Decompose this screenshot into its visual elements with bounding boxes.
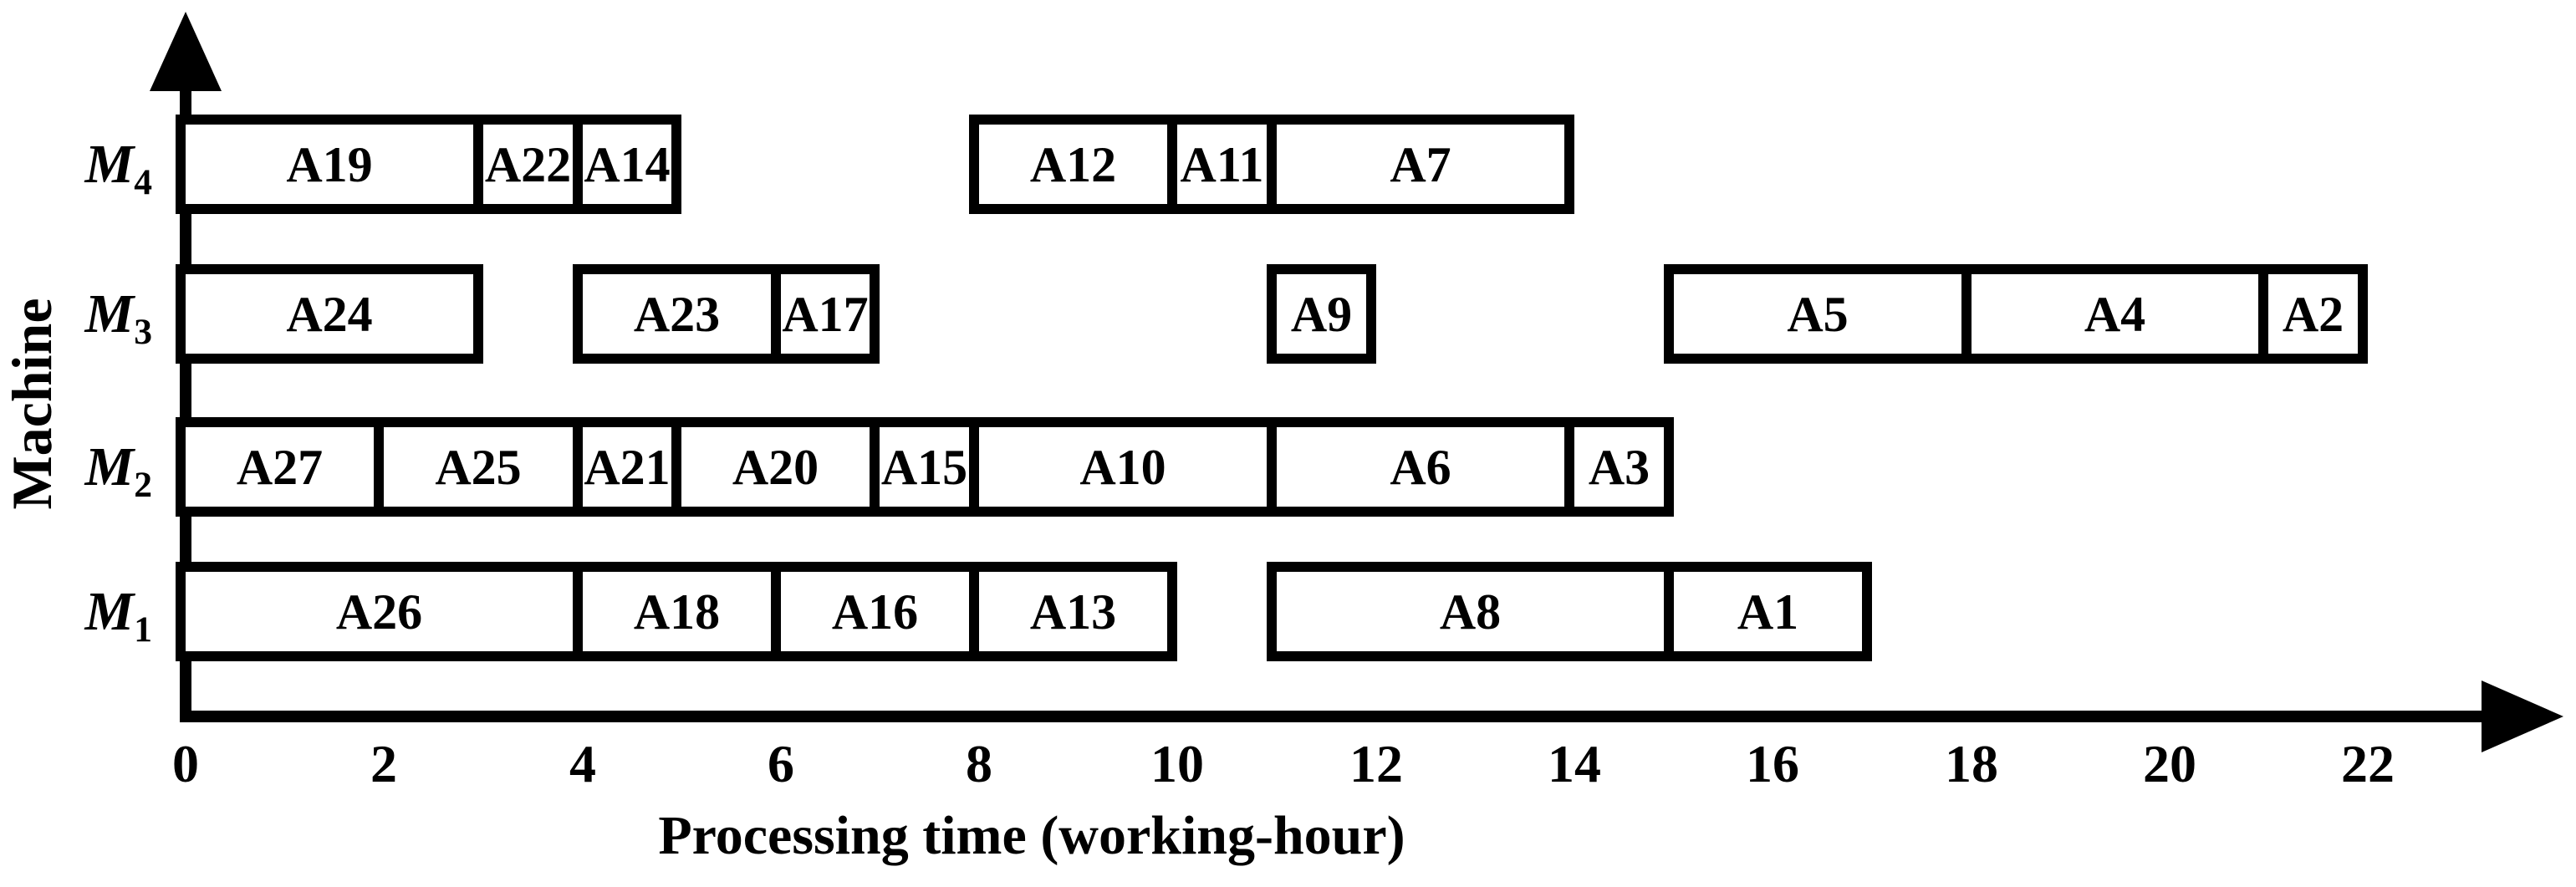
gantt-bar-label: A7 <box>1390 136 1451 192</box>
x-tick-label-16: 16 <box>1746 734 1799 793</box>
machine-label-subscript: 1 <box>134 609 152 650</box>
machine-label-base: M <box>84 133 135 195</box>
gantt-bar-A27: A27 <box>176 417 384 517</box>
gantt-bar-A8: A8 <box>1267 562 1674 661</box>
machine-label-subscript: 4 <box>134 161 152 202</box>
x-tick-label-12: 12 <box>1349 734 1403 793</box>
machine-label-M1: M1 <box>0 580 152 647</box>
x-tick-label-22: 22 <box>2341 734 2395 793</box>
machine-label-subscript: 2 <box>134 464 152 505</box>
gantt-bar-label: A4 <box>2084 286 2146 342</box>
machine-label-base: M <box>84 580 135 642</box>
x-tick-label-8: 8 <box>966 734 992 793</box>
gantt-bar-label: A5 <box>1787 286 1849 342</box>
gantt-bar-A13: A13 <box>969 562 1177 661</box>
gantt-bar-label: A25 <box>435 439 522 495</box>
x-tick-label-20: 20 <box>2143 734 2196 793</box>
gantt-bar-label: A24 <box>286 286 373 342</box>
gantt-bar-label: A14 <box>584 136 671 192</box>
gantt-bar-label: A9 <box>1290 286 1353 342</box>
gantt-bar-A4: A4 <box>1961 264 2268 364</box>
gantt-bar-A7: A7 <box>1267 115 1574 214</box>
gantt-bar-label: A13 <box>1029 584 1117 640</box>
machine-label-M4: M4 <box>0 133 152 200</box>
gantt-bar-label: A18 <box>633 584 721 640</box>
machine-label-subscript: 3 <box>134 311 152 352</box>
gantt-bar-A19: A19 <box>176 115 483 214</box>
gantt-bar-label: A27 <box>236 439 324 495</box>
x-tick-label-14: 14 <box>1548 734 1601 793</box>
x-tick-label-4: 4 <box>569 734 596 793</box>
x-axis-title: Processing time (working-hour) <box>658 805 1405 866</box>
machine-label-M2: M2 <box>0 439 152 502</box>
gantt-bar-label: A21 <box>584 439 671 495</box>
gantt-bar-label: A23 <box>633 286 721 342</box>
gantt-bar-A24: A24 <box>176 264 483 364</box>
gantt-bar-A18: A18 <box>573 562 781 661</box>
gantt-bar-label: A3 <box>1588 439 1650 495</box>
gantt-bar-A3: A3 <box>1564 417 1674 517</box>
gantt-bar-A2: A2 <box>2258 264 2368 364</box>
gantt-bar-A10: A10 <box>969 417 1277 517</box>
gantt-bar-label: A26 <box>335 584 423 640</box>
y-axis-arrowhead-icon <box>150 12 222 91</box>
x-tick-label-0: 0 <box>172 734 199 793</box>
x-tick-label-10: 10 <box>1150 734 1204 793</box>
gantt-bar-A26: A26 <box>176 562 583 661</box>
gantt-bar-label: A12 <box>1029 136 1117 192</box>
gantt-bar-A16: A16 <box>771 562 979 661</box>
gantt-bar-A15: A15 <box>870 417 979 517</box>
machine-label-base: M <box>84 283 135 344</box>
gantt-bar-A23: A23 <box>573 264 781 364</box>
gantt-bar-label: A22 <box>484 136 572 192</box>
gantt-bar-A6: A6 <box>1267 417 1574 517</box>
gantt-bar-A21: A21 <box>573 417 681 517</box>
gantt-bar-A5: A5 <box>1664 264 1972 364</box>
x-axis-line <box>180 711 2483 722</box>
gantt-bar-A25: A25 <box>374 417 583 517</box>
gantt-bar-A11: A11 <box>1167 115 1277 214</box>
gantt-bar-label: A19 <box>286 136 373 192</box>
gantt-bar-A1: A1 <box>1664 562 1872 661</box>
x-tick-label-18: 18 <box>1945 734 1998 793</box>
gantt-bar-label: A6 <box>1390 439 1451 495</box>
gantt-bar-A14: A14 <box>573 115 681 214</box>
gantt-bar-label: A11 <box>1180 136 1264 192</box>
machine-label-M3: M3 <box>0 286 152 349</box>
gantt-bar-label: A17 <box>782 286 869 342</box>
x-tick-label-2: 2 <box>370 734 397 793</box>
gantt-bar-label: A20 <box>732 439 819 495</box>
gantt-bar-A20: A20 <box>671 417 880 517</box>
gantt-bar-A17: A17 <box>771 264 880 364</box>
gantt-bar-A9: A9 <box>1267 264 1376 364</box>
gantt-bar-label: A15 <box>880 439 968 495</box>
x-tick-label-6: 6 <box>768 734 794 793</box>
gantt-bar-label: A2 <box>2282 286 2344 342</box>
gantt-bar-label: A16 <box>831 584 919 640</box>
gantt-bar-A12: A12 <box>969 115 1177 214</box>
gantt-bar-label: A8 <box>1439 584 1502 640</box>
machine-label-base: M <box>84 436 135 497</box>
gantt-bar-label: A10 <box>1079 439 1166 495</box>
gantt-bar-A22: A22 <box>473 115 583 214</box>
gantt-bar-label: A1 <box>1737 584 1799 640</box>
x-axis-arrowhead-icon <box>2482 681 2563 752</box>
